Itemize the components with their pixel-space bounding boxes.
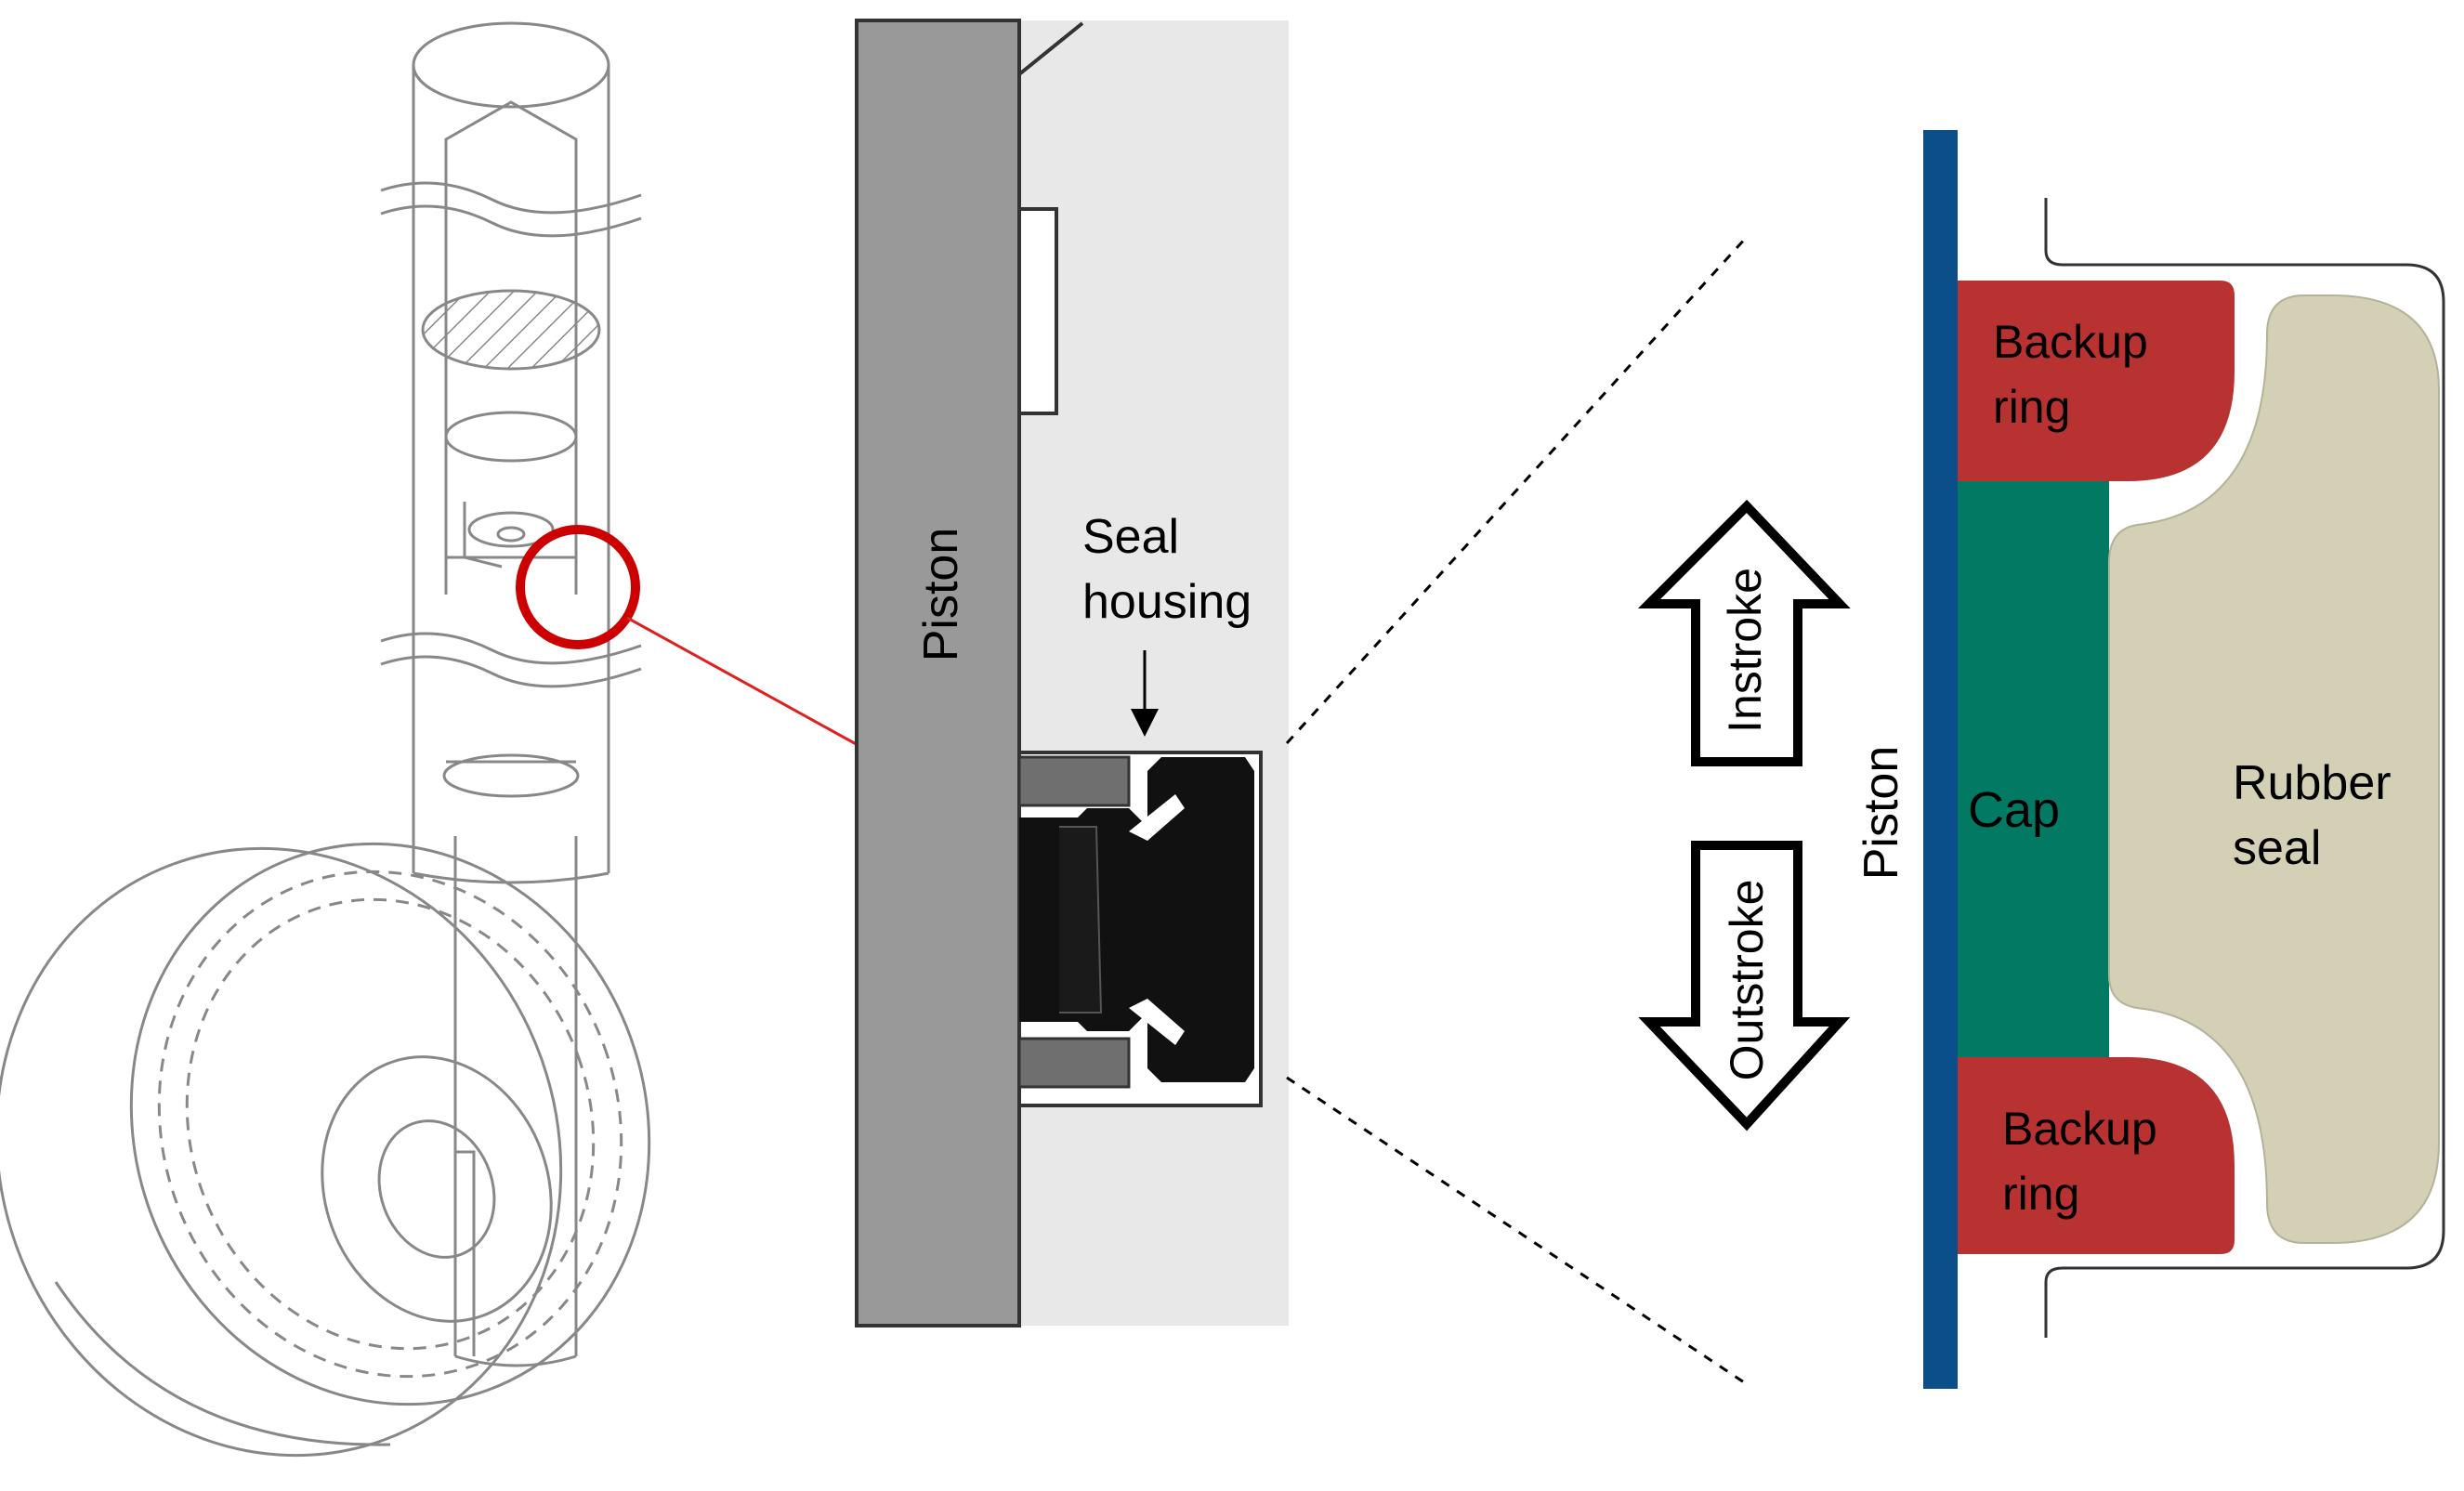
backup-ring-top <box>1958 281 2235 481</box>
backup-ring-top-label-line2: ring <box>1993 381 2070 433</box>
backup-ring-bottom <box>1958 1057 2235 1254</box>
rubber-seal-label-line1: Rubber <box>2233 756 2392 810</box>
backup-ring-bottom-label-line2: ring <box>2002 1168 2079 1220</box>
seal-housing-section <box>855 19 1289 1328</box>
strut-cylinder <box>380 21 642 1367</box>
outstroke-arrow-icon <box>1638 841 1851 1131</box>
instroke-label: Instroke <box>1719 568 1771 733</box>
seal-housing-label-line2: housing <box>1082 575 1252 629</box>
seal-housing-label-line1: Seal <box>1082 510 1179 564</box>
backup-ring-bottom-label-line1: Backup <box>2002 1103 2157 1155</box>
outstroke-label: Outstroke <box>1721 880 1773 1081</box>
instroke-arrow-outline <box>1637 499 1851 766</box>
highlight-circle <box>516 525 640 649</box>
piston-label-middle: Piston <box>914 528 968 662</box>
piston-rod <box>855 19 1021 1328</box>
piston-blue-bar <box>1923 130 1958 1389</box>
backup-ring-top-label-line1: Backup <box>1993 316 2148 368</box>
landing-gear-illustration <box>0 21 651 1458</box>
seal-detail <box>1923 130 2445 1389</box>
cap-label: Cap <box>1968 782 2060 838</box>
rubber-seal-label-line2: seal <box>2233 821 2321 875</box>
rubber-seal <box>2108 294 2440 1244</box>
cap-block <box>1958 481 2109 1057</box>
piston-label-right: Piston <box>1855 746 1908 881</box>
zoom-line-top <box>1285 235 1749 745</box>
zoom-line-bottom <box>1286 1076 1748 1386</box>
wheel-icon <box>0 842 651 1458</box>
